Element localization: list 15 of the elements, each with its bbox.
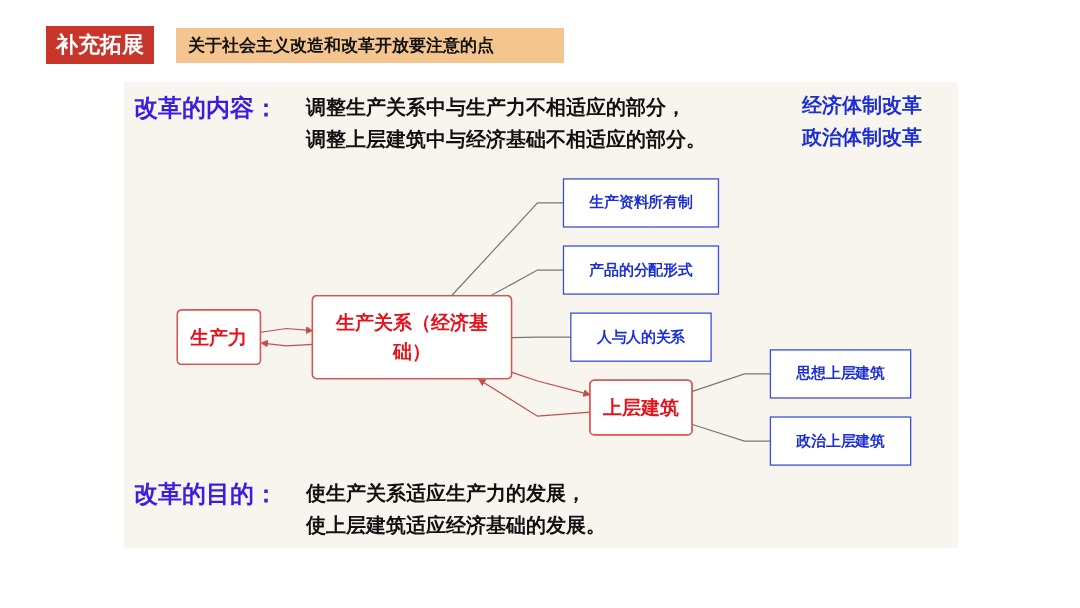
note-text: 政治体制改革 xyxy=(802,124,922,151)
node-box: 生产资料所有制 xyxy=(562,178,720,228)
body-text: 使上层建筑适应经济基础的发展。 xyxy=(306,512,606,539)
node-box: 产品的分配形式 xyxy=(562,245,720,295)
title-banner: 关于社会主义改造和改革开放要注意的点 xyxy=(176,27,564,63)
body-text: 调整上层建筑中与经济基础不相适应的部分。 xyxy=(306,126,706,153)
body-text: 使生产关系适应生产力的发展， xyxy=(306,480,586,507)
heading-text: 改革的目的： xyxy=(134,479,278,510)
heading-text: 改革的内容： xyxy=(134,93,278,124)
node-box: 人与人的关系 xyxy=(570,312,712,362)
body-text: 调整生产关系中与生产力不相适应的部分， xyxy=(306,94,686,121)
node-box: 政治上层建筑 xyxy=(769,416,912,466)
note-text: 经济体制改革 xyxy=(802,92,922,119)
node-box: 思想上层建筑 xyxy=(769,349,912,399)
section-badge: 补充拓展 xyxy=(46,26,154,64)
